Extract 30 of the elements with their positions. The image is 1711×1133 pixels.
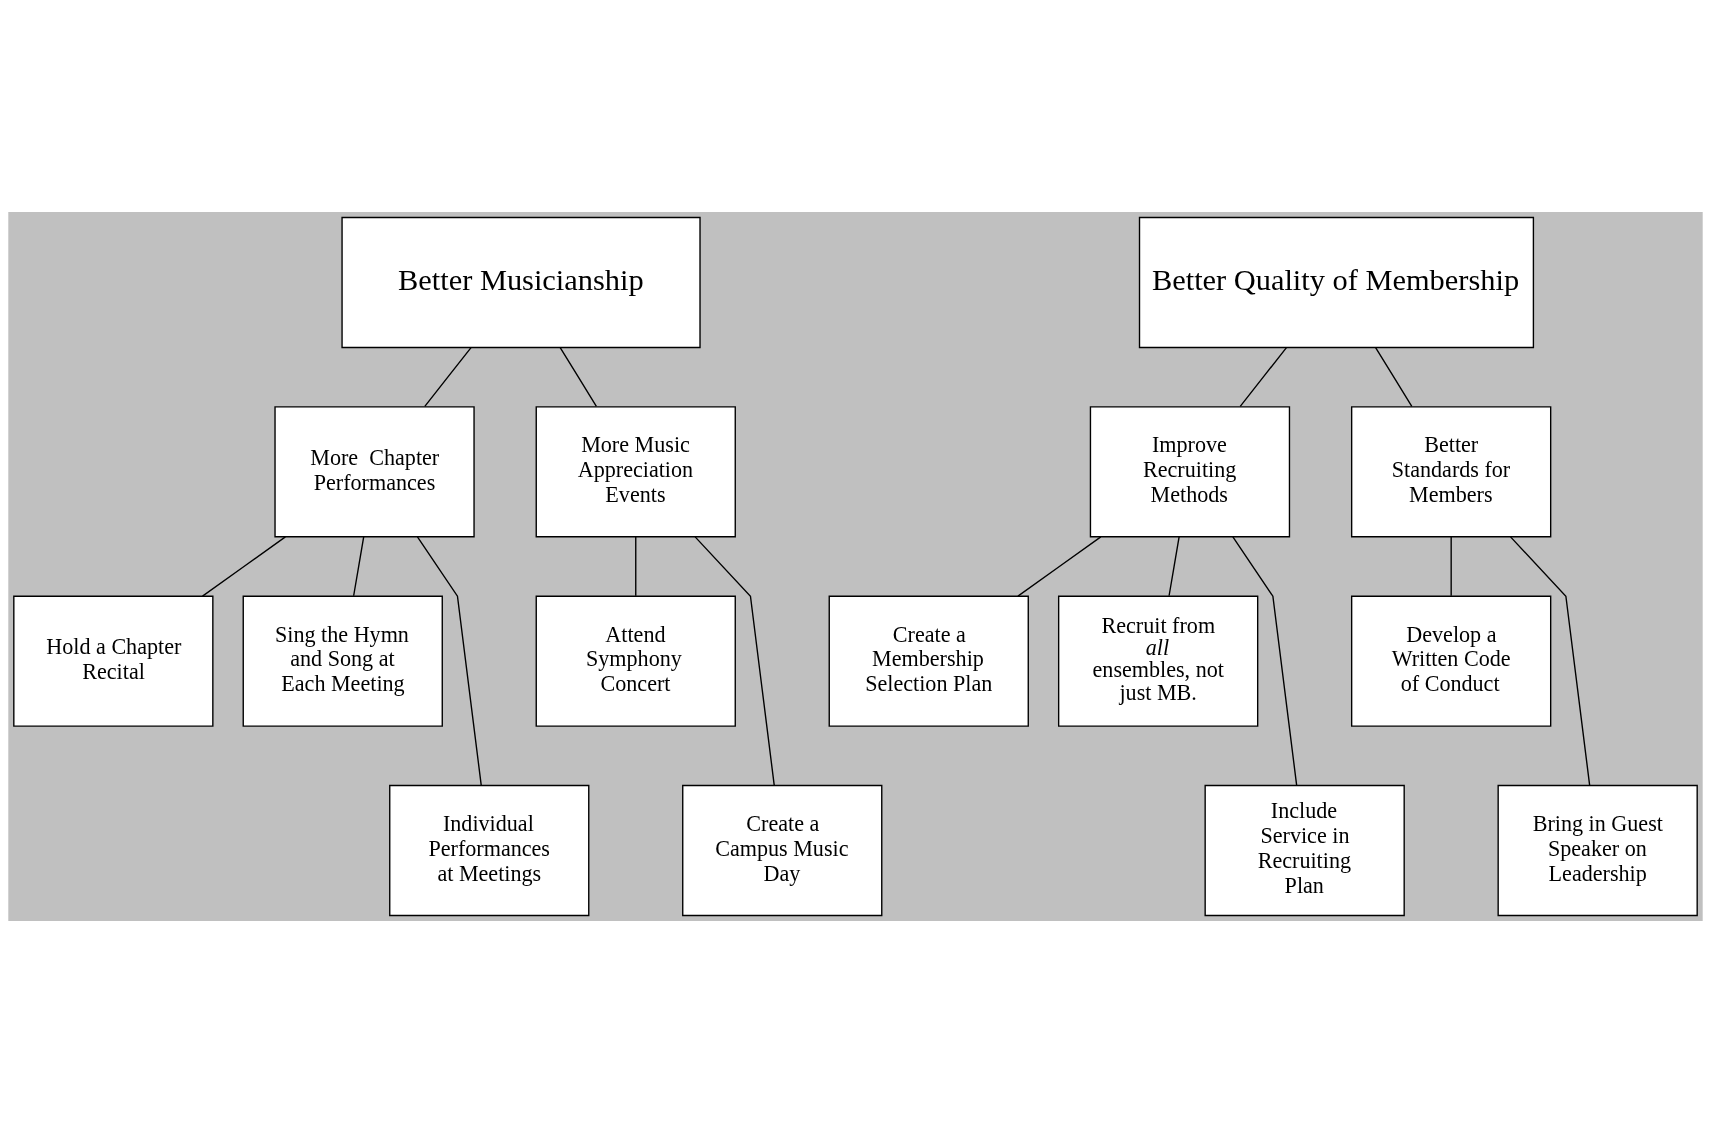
connector <box>352 536 365 597</box>
connector <box>1017 536 1102 597</box>
node-box: More Chapter Performances <box>274 406 475 538</box>
node-box: More Music Appreciation Events <box>535 406 736 538</box>
connector <box>416 536 482 786</box>
connector <box>1374 346 1413 408</box>
node-box: Better Standards for Members <box>1350 406 1552 538</box>
node-box: Bring in Guest Speaker on Leadership <box>1497 784 1698 917</box>
node-box: Improve Recruiting Methods <box>1089 406 1291 538</box>
node-box: Hold a Chapter Recital <box>13 595 214 727</box>
node-box: Sing the Hymn and Song at Each Meeting <box>242 595 443 727</box>
node-box: Individual Performances at Meetings <box>389 784 590 917</box>
connector <box>424 346 472 408</box>
connector <box>1239 346 1288 408</box>
node-box: Recruit from all ensembles, not just MB. <box>1057 595 1259 727</box>
node-box: Create a Campus Music Day <box>682 784 883 917</box>
connector <box>1168 536 1180 597</box>
node-box: Better Musicianship <box>341 216 701 349</box>
node-box: Create a Membership Selection Plan <box>828 595 1029 727</box>
connector <box>559 346 598 408</box>
connector <box>694 536 775 786</box>
connector <box>1450 536 1452 597</box>
node-box: Develop a Written Code of Conduct <box>1350 595 1552 727</box>
connector <box>1232 536 1298 786</box>
node-box: Better Quality of Membership <box>1138 216 1535 349</box>
connector <box>201 536 287 597</box>
node-box: Include Service in Recruiting Plan <box>1204 784 1405 917</box>
connector <box>635 536 637 597</box>
node-box: Attend Symphony Concert <box>535 595 736 727</box>
connector <box>1509 536 1591 786</box>
